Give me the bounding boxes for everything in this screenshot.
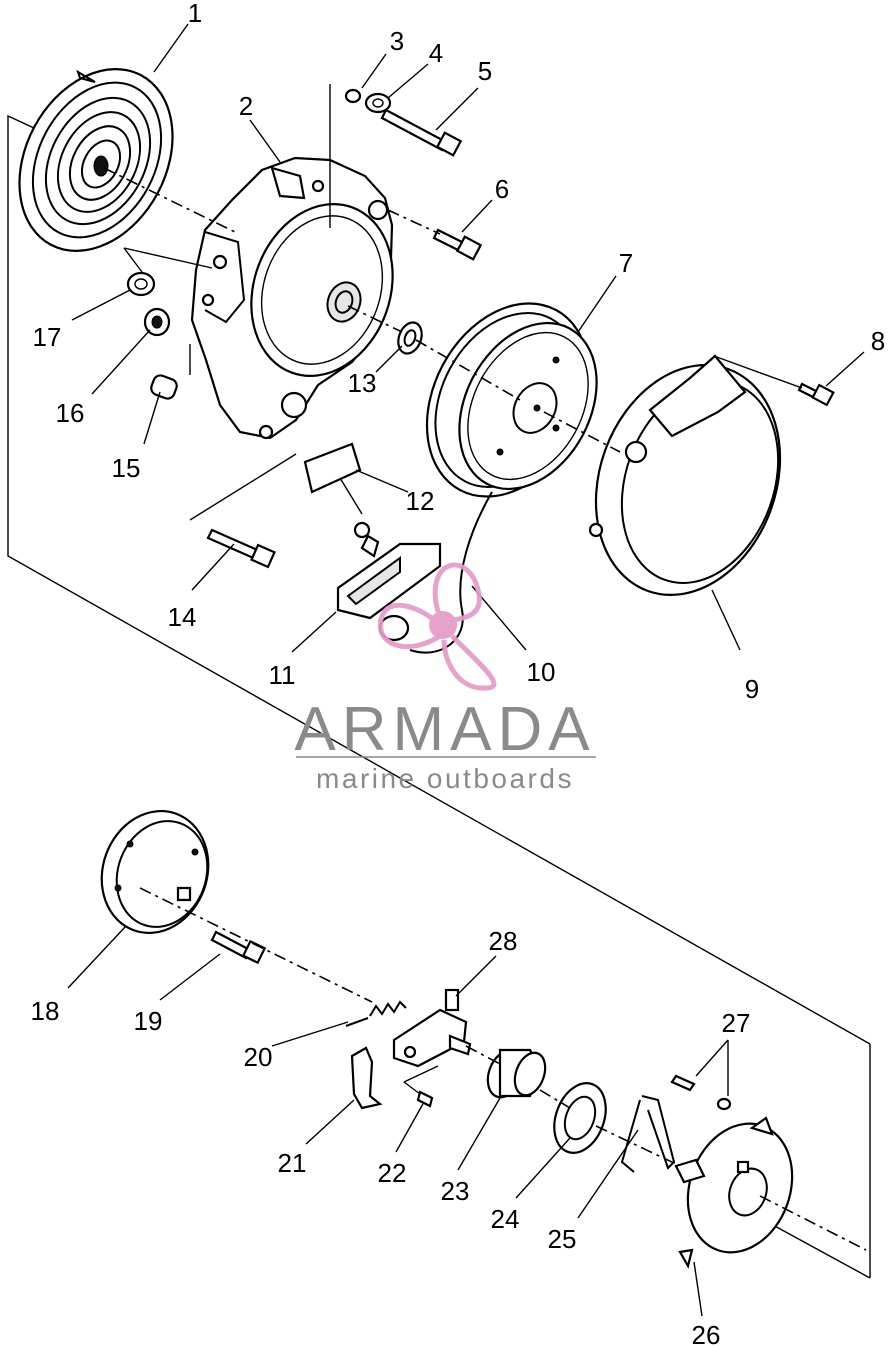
bolt-6 [432, 228, 483, 261]
spring-25 [620, 1095, 676, 1173]
nut-3 [344, 88, 362, 104]
pin-22 [416, 1090, 434, 1108]
drum-23 [486, 1048, 547, 1099]
label-part-26: 26 [692, 1320, 721, 1347]
label-part-25: 25 [548, 1224, 577, 1254]
leader-lines [67, 23, 865, 1317]
recoil-spring [18, 67, 174, 253]
bushing-16 [143, 307, 171, 337]
bolt-14 [206, 528, 276, 569]
part-labels: 1 2 3 4 5 6 7 8 9 10 11 12 13 14 15 16 1… [31, 0, 886, 1347]
label-part-8: 8 [871, 326, 885, 356]
label-part-21: 21 [278, 1148, 307, 1178]
label-part-10: 10 [527, 657, 556, 687]
label-part-7: 7 [619, 248, 633, 278]
ratchet-housing [100, 809, 210, 935]
spring-20 [345, 1000, 407, 1027]
label-part-20: 20 [244, 1042, 273, 1072]
label-part-11: 11 [269, 660, 296, 690]
label-part-4: 4 [429, 38, 443, 68]
label-part-17: 17 [33, 322, 62, 352]
centerlines-lower [139, 887, 867, 1251]
cover-plate-26 [674, 1116, 794, 1269]
label-part-3: 3 [390, 26, 404, 56]
propeller-logo-icon [377, 562, 497, 691]
label-part-5: 5 [478, 56, 492, 86]
label-part-2: 2 [239, 91, 253, 121]
label-part-9: 9 [745, 674, 759, 704]
rope-guide [303, 442, 362, 494]
label-part-6: 6 [495, 174, 509, 204]
washer-17 [126, 271, 156, 297]
starter-rope [378, 491, 493, 654]
label-part-24: 24 [491, 1204, 520, 1234]
centerlines-upper [103, 84, 803, 521]
armada-logo [377, 562, 497, 691]
label-part-1: 1 [188, 0, 202, 28]
starter-cover [588, 354, 782, 596]
armada-watermark: ARMADA marine outboards [294, 695, 596, 794]
starter-housing [190, 156, 394, 440]
ratchet-28 [392, 988, 472, 1068]
bolt-5 [380, 108, 463, 157]
propeller-hub-icon [429, 611, 457, 639]
starter-handle [336, 521, 442, 620]
label-part-27: 27 [722, 1008, 751, 1038]
label-part-12: 12 [406, 486, 435, 516]
label-part-14: 14 [168, 602, 197, 632]
washer-4 [364, 92, 392, 114]
bolt-8 [797, 382, 835, 407]
label-part-19: 19 [134, 1006, 163, 1036]
watermark-tagline: marine outboards [316, 763, 574, 794]
pawl-21 [350, 1046, 383, 1110]
watermark-brand: ARMADA [294, 695, 595, 764]
label-part-18: 18 [31, 996, 60, 1026]
screw-27 [670, 1074, 732, 1111]
label-part-16: 16 [56, 398, 85, 428]
label-part-13: 13 [348, 368, 377, 398]
label-part-23: 23 [441, 1176, 470, 1206]
label-part-28: 28 [489, 926, 518, 956]
assembly-frame [7, 114, 871, 1279]
label-part-22: 22 [378, 1158, 407, 1188]
label-part-15: 15 [112, 453, 141, 483]
bushing-13 [397, 321, 423, 355]
plate-24 [553, 1082, 607, 1154]
rope-pulley [425, 302, 598, 498]
collar-15 [150, 374, 178, 400]
